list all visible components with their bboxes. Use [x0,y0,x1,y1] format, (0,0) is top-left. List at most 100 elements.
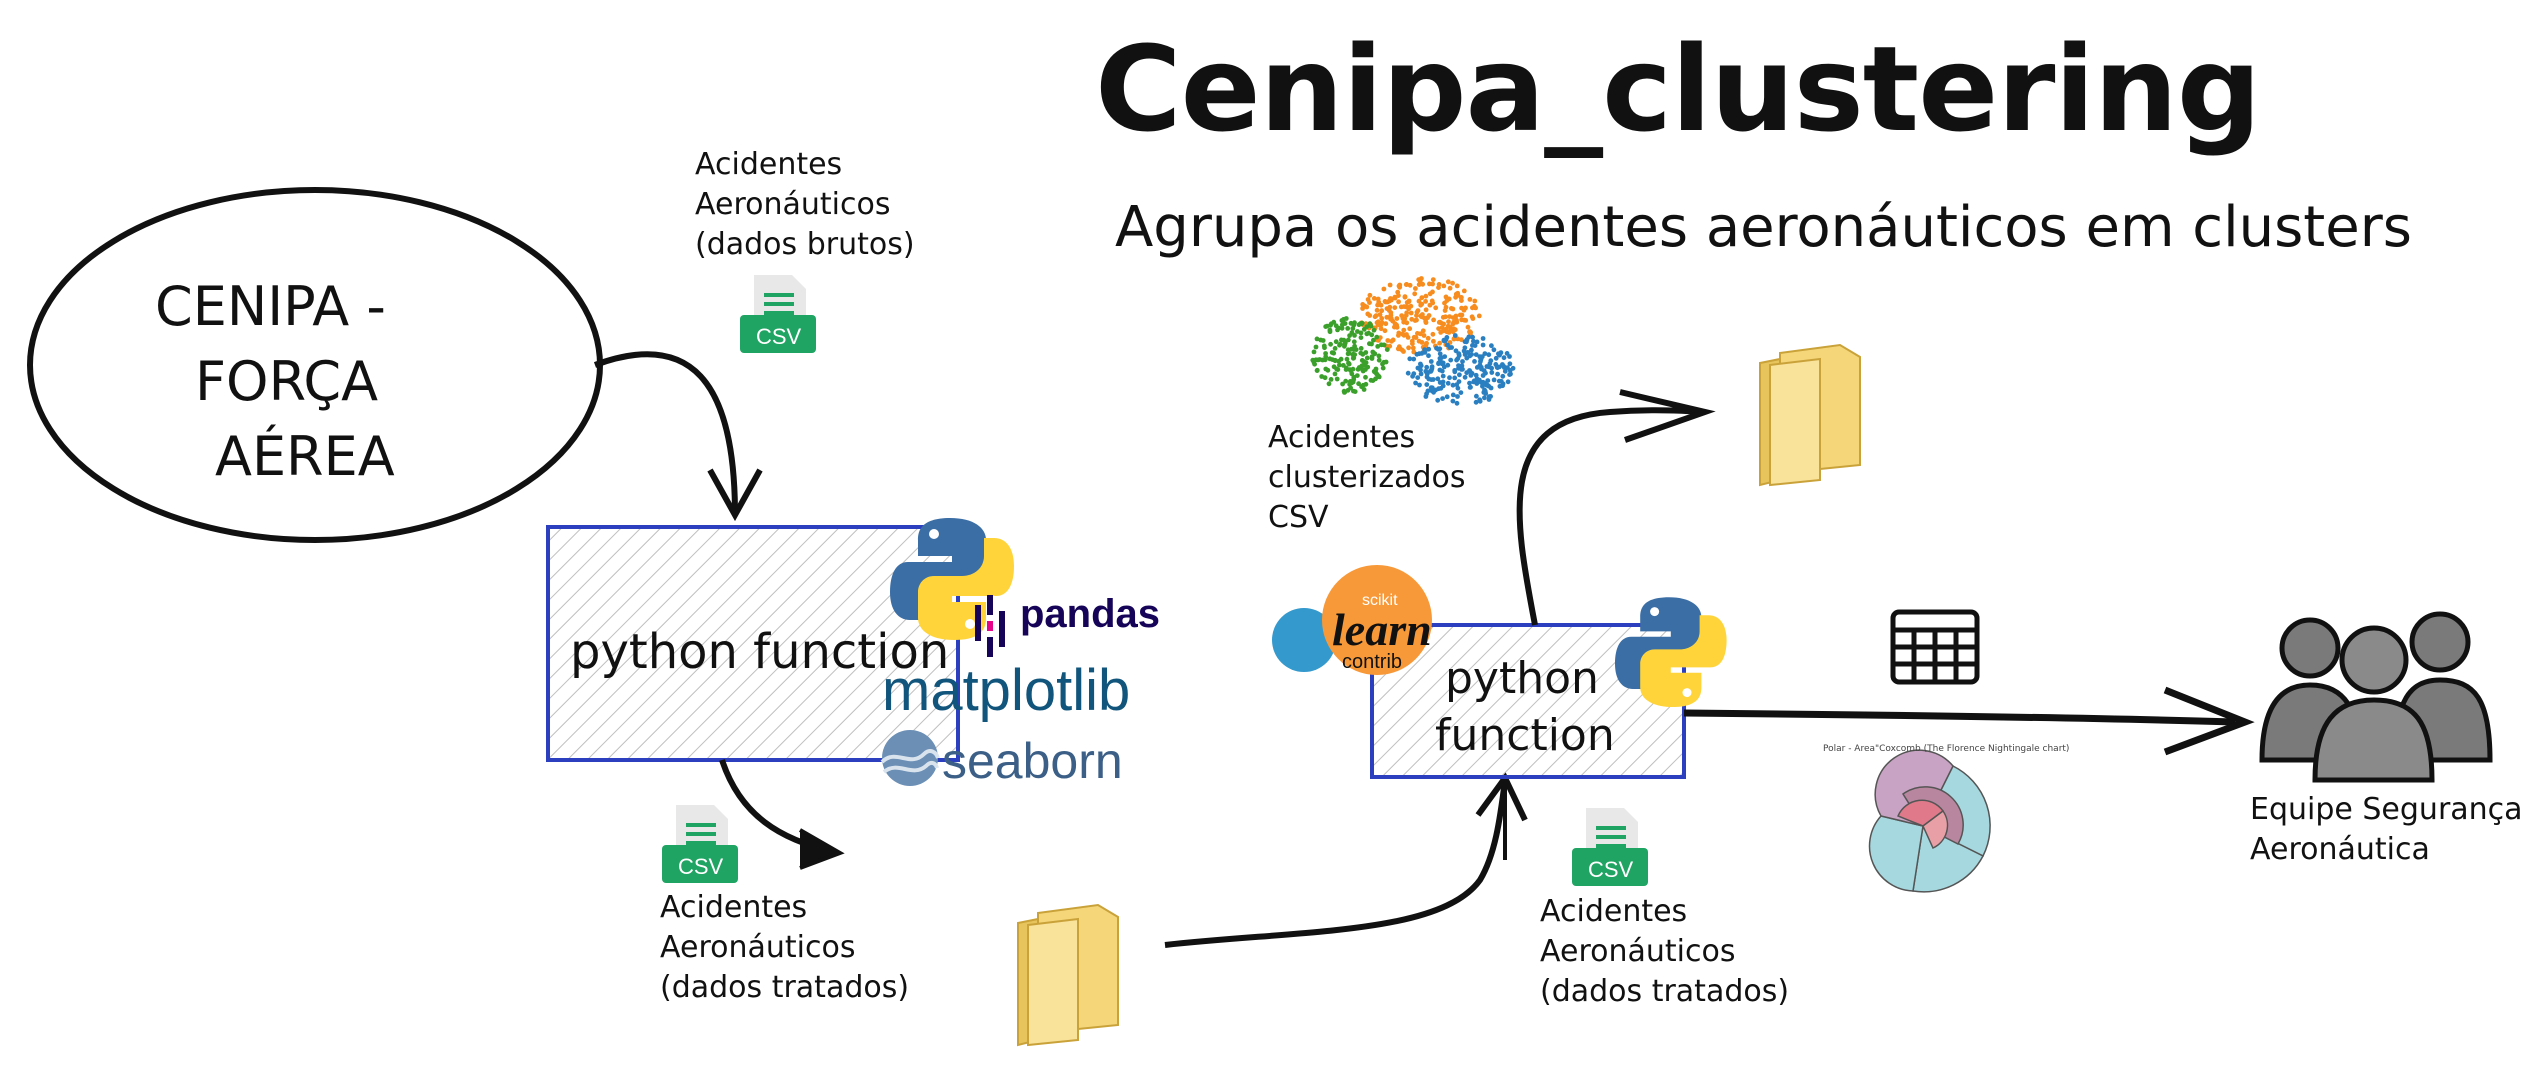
cluster-point [1342,390,1347,395]
cluster-point [1339,337,1344,343]
cluster-point [1401,349,1406,354]
python-logo-icon-2 [1615,597,1727,707]
cluster-point [1365,311,1371,317]
cluster-point [1454,357,1459,363]
cluster-point [1461,317,1467,323]
cluster-point [1342,343,1347,349]
cluster-point [1428,385,1434,391]
cluster-point [1462,339,1468,345]
cluster-point [1457,372,1462,378]
cluster-point [1381,286,1387,292]
cluster-point [1387,304,1393,310]
cluster-point [1351,339,1357,345]
cluster-point [1493,362,1499,367]
cluster-point [1331,350,1337,356]
cluster-point [1437,340,1442,346]
arrowhead-treated [799,828,845,870]
cluster-point [1383,321,1389,327]
cluster-point [1470,343,1475,348]
cluster-point [1323,354,1329,360]
python-function-box-1 [546,525,960,762]
cluster-point [1358,335,1364,340]
cluster-point [1459,305,1464,311]
cluster-point [1463,305,1468,311]
cluster-point [1418,331,1423,337]
cluster-point [1473,305,1478,311]
cluster-point [1479,366,1484,372]
cluster-point [1409,316,1415,322]
cluster-point [1407,326,1413,332]
team-label: Equipe Segurança Aeronáutica [2250,790,2523,870]
cluster-point [1493,355,1499,361]
cluster-point [1417,382,1422,388]
cluster-point [1334,366,1339,372]
cluster-point [1460,366,1465,372]
cluster-point [1423,307,1429,313]
cluster-point [1324,323,1330,329]
cluster-point [1469,371,1475,376]
cluster-point [1387,343,1393,349]
cluster-point [1408,310,1414,316]
cluster-point [1477,354,1483,360]
cluster-point [1426,313,1432,318]
cluster-point [1347,333,1352,338]
cluster-point [1452,327,1458,333]
cluster-point [1437,351,1443,357]
cluster-point [1424,382,1430,387]
cluster-point [1488,394,1493,399]
cluster-point [1371,337,1376,343]
cluster-point [1466,334,1472,340]
treated-data-label-2: Acidentes Aeronáuticos (dados tratados) [1540,892,1789,1012]
csv-file-icon-3: CSV [1572,808,1648,888]
cluster-point [1355,366,1361,372]
clustered-line-3: CSV [1268,500,1329,535]
cluster-point [1423,394,1429,399]
cluster-point [1368,323,1374,329]
cluster-point [1467,329,1473,334]
arrowhead-source [707,468,763,522]
cluster-point [1367,341,1372,347]
cluster-point [1394,324,1400,330]
cluster-point [1470,334,1475,340]
cluster-point [1360,367,1365,373]
cluster-point [1437,346,1443,352]
cluster-point [1456,353,1462,358]
cluster-point [1482,395,1487,401]
cluster-point [1415,375,1421,380]
cluster-point [1461,348,1467,354]
treated-1-line-3: (dados tratados) [660,970,910,1005]
cluster-point [1373,368,1378,374]
cluster-point [1345,326,1351,331]
raw-data-label: Acidentes Aeronáuticos (dados brutos) [695,145,915,265]
cluster-point [1396,333,1401,338]
svg-text:CSV: CSV [756,324,802,349]
cluster-point [1348,385,1353,391]
svg-text:CSV: CSV [1588,857,1634,882]
cluster-point [1328,377,1334,382]
cluster-point [1450,315,1456,320]
sklearn-bottom-text: contrib [1342,651,1402,673]
cluster-point [1377,312,1383,317]
cluster-point [1406,298,1412,304]
seaborn-logo-icon [880,730,940,786]
cluster-point [1411,356,1417,362]
cluster-point [1507,372,1512,377]
cluster-point [1313,344,1319,350]
polar-area-chart-icon [1868,749,1991,893]
cluster-point [1455,385,1461,391]
cluster-point [1367,292,1373,298]
cluster-point [1496,364,1502,370]
cluster-point [1502,368,1508,374]
cluster-point [1347,381,1352,387]
cluster-point [1452,333,1458,338]
cluster-point [1317,357,1322,362]
cluster-point [1334,376,1340,382]
python-function-box-1-label: python function [570,624,949,680]
cluster-point [1438,385,1444,391]
cluster-point [1339,325,1345,331]
cluster-point [1447,285,1453,291]
treated-1-line-1: Acidentes [660,890,808,925]
cluster-point [1359,363,1365,369]
cluster-point [1406,345,1411,351]
cluster-point [1423,293,1429,299]
